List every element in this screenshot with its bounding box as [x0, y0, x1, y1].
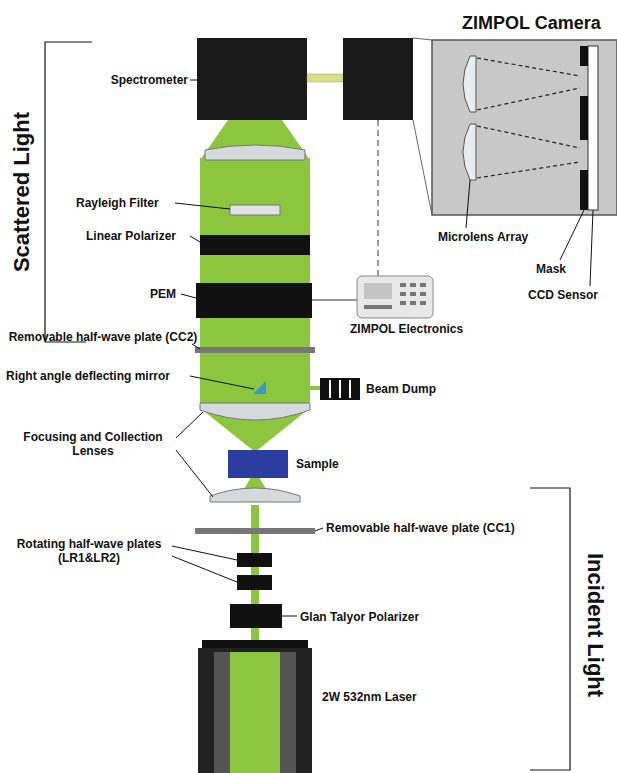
signal-line [378, 120, 379, 276]
section-label: Incident Light [582, 553, 608, 697]
ray [477, 88, 580, 110]
zoom-line [413, 120, 432, 215]
bracket [45, 42, 92, 342]
part-label: Microlens Array [438, 230, 528, 244]
part-label: PEM [150, 287, 176, 301]
rotating-plate [237, 553, 272, 567]
laser [198, 640, 312, 773]
part-label: CCD Sensor [528, 288, 598, 302]
bracket [530, 488, 570, 770]
focus-lines [477, 58, 580, 178]
part-label: Right angle deflecting mirror [6, 369, 170, 383]
part-label: Sample [296, 457, 339, 471]
part-label: Linear Polarizer [86, 229, 176, 243]
part-label: Rayleigh Filter [76, 196, 159, 210]
microlens [463, 124, 476, 180]
electronics-icon [357, 276, 433, 318]
mirror [253, 381, 266, 394]
part-label: Removable half-wave plate (CC1) [326, 521, 516, 535]
leader-line [590, 210, 593, 286]
ray [477, 58, 580, 76]
zoom-line [413, 38, 432, 40]
glan-taylor-polarizer [230, 604, 282, 628]
part-label: Glan Talyor Polarizer [300, 610, 419, 624]
laser-core [214, 652, 296, 773]
spectrometer-box [197, 38, 307, 120]
beam-dump [320, 378, 360, 400]
mask-bar [580, 170, 588, 210]
fiber-link [307, 74, 343, 82]
converging-beam [200, 120, 310, 160]
leader-line [466, 180, 470, 228]
half-wave-plate [195, 528, 315, 534]
pem [196, 283, 312, 318]
part-label: Mask [536, 262, 566, 276]
ray [477, 162, 580, 178]
linear-polarizer [200, 235, 310, 255]
zoom-panel [432, 40, 617, 215]
leader-line [190, 80, 197, 81]
rotating-plate [237, 575, 272, 590]
part-label: ZIMPOL Electronics [350, 322, 463, 336]
diagram-title: ZIMPOL Camera [462, 12, 601, 34]
ray [477, 126, 580, 148]
lens [205, 145, 305, 160]
signal-line [312, 300, 357, 301]
part-label: Beam Dump [366, 382, 436, 396]
part-label: Focusing and Collection Lenses [8, 430, 178, 458]
part-label: Spectrometer [92, 73, 188, 87]
mask-bar [580, 46, 588, 66]
collection-lens [200, 403, 310, 420]
electronics-case [357, 276, 433, 318]
mask [580, 46, 588, 210]
camera-box [343, 38, 413, 120]
rayleigh-filter [230, 205, 280, 215]
mask-bar [580, 96, 588, 140]
laser-beam [200, 120, 320, 645]
laser-glow [230, 652, 280, 773]
sample-cuvette [228, 450, 288, 478]
leader-lines [172, 203, 323, 616]
section-label: Scattered Light [9, 112, 35, 272]
beam-dump-fins [330, 380, 350, 398]
part-label: Rotating half-wave plates (LR1&LR2) [4, 537, 174, 565]
screen [364, 283, 392, 299]
microlens [463, 56, 476, 112]
laser-aperture [202, 640, 308, 648]
dumped-beam [262, 386, 320, 390]
part-label: 2W 532nm Laser [322, 690, 417, 704]
half-wave-plate [195, 347, 315, 353]
beam-dump-body [320, 378, 360, 400]
leader-line [560, 210, 584, 260]
microlens-array [463, 56, 476, 180]
part-label: Removable half-wave plate (CC2) [8, 330, 198, 344]
laser-housing [198, 648, 312, 773]
focusing-lens [210, 488, 300, 502]
ccd-sensor [588, 46, 598, 210]
